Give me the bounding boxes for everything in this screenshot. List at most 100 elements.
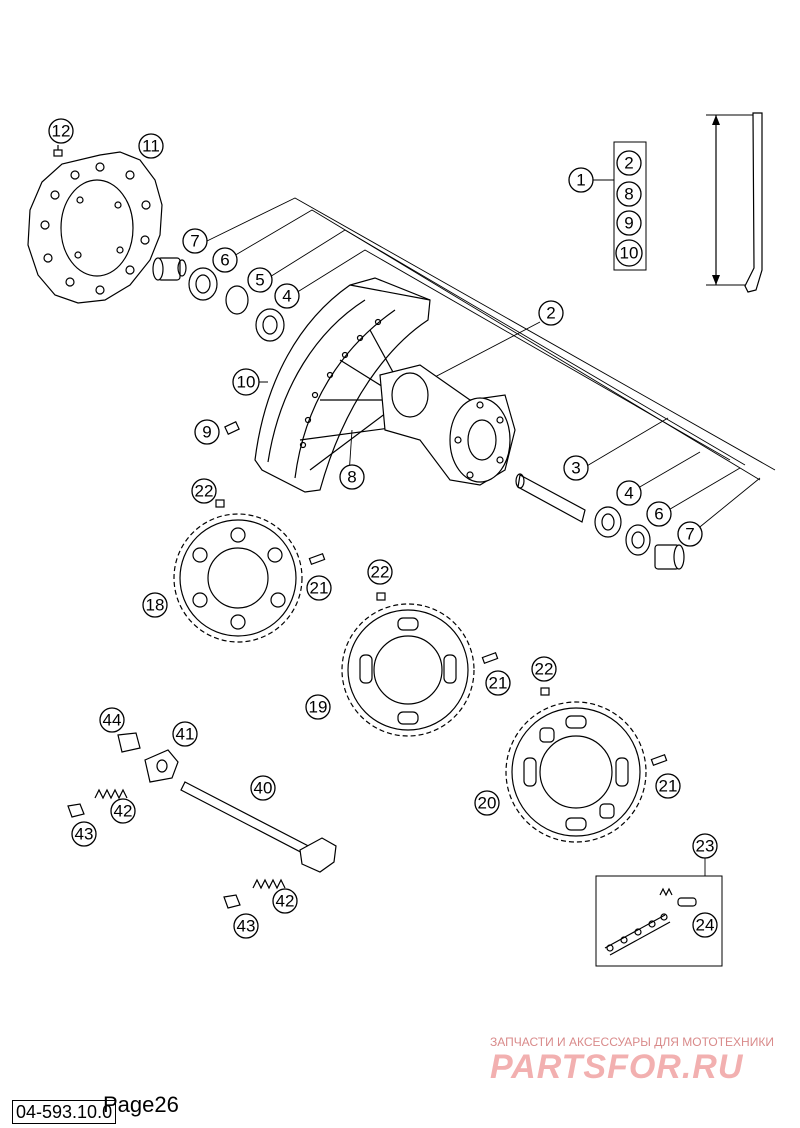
spacer-left bbox=[152, 257, 187, 281]
svg-text:20: 20 bbox=[478, 794, 497, 813]
svg-text:8: 8 bbox=[347, 468, 356, 487]
chain-links bbox=[604, 887, 697, 956]
svg-text:9: 9 bbox=[202, 423, 211, 442]
callout-5: 5 bbox=[247, 267, 273, 293]
callout-3: 3 bbox=[563, 455, 589, 481]
callout-22-b: 22 bbox=[367, 559, 393, 585]
axle bbox=[180, 781, 337, 873]
callout-44: 44 bbox=[99, 707, 125, 733]
svg-text:24: 24 bbox=[696, 916, 715, 935]
bearing-right bbox=[594, 506, 622, 538]
callout-21-c: 21 bbox=[655, 773, 681, 799]
sprocket-bolt-a bbox=[308, 553, 326, 565]
callout-20: 20 bbox=[474, 790, 500, 816]
svg-text:10: 10 bbox=[620, 244, 639, 263]
axle-nut bbox=[117, 732, 141, 753]
svg-text:23: 23 bbox=[696, 837, 715, 856]
callout-9: 9 bbox=[194, 419, 220, 445]
svg-text:43: 43 bbox=[75, 825, 94, 844]
svg-text:9: 9 bbox=[624, 214, 633, 233]
circlip bbox=[225, 285, 249, 315]
callout-7-left: 7 bbox=[182, 228, 208, 254]
svg-text:19: 19 bbox=[309, 698, 328, 717]
callout-22-a: 22 bbox=[191, 478, 217, 504]
callout-12: 12 bbox=[48, 118, 74, 144]
kit-item-10: 10 bbox=[615, 239, 643, 267]
callout-6-right: 6 bbox=[646, 501, 672, 527]
seal-right bbox=[625, 524, 651, 556]
adjuster-nut-b bbox=[223, 894, 241, 909]
disc-screw bbox=[53, 145, 63, 157]
svg-text:12: 12 bbox=[52, 122, 71, 141]
svg-text:6: 6 bbox=[654, 505, 663, 524]
sprocket-nut-c bbox=[540, 687, 550, 696]
svg-text:22: 22 bbox=[371, 563, 390, 582]
svg-text:7: 7 bbox=[190, 232, 199, 251]
svg-text:42: 42 bbox=[276, 892, 295, 911]
svg-text:11: 11 bbox=[142, 137, 160, 156]
spacer-right bbox=[654, 544, 685, 570]
svg-text:4: 4 bbox=[624, 484, 633, 503]
callout-6-left: 6 bbox=[212, 247, 238, 273]
axle-spacer-tube bbox=[515, 473, 586, 523]
svg-text:44: 44 bbox=[103, 711, 122, 730]
hub-spokes bbox=[299, 329, 516, 486]
svg-text:5: 5 bbox=[255, 271, 264, 290]
kit-item-2: 2 bbox=[616, 150, 642, 176]
callout-4-right: 4 bbox=[616, 480, 642, 506]
wheel-rim bbox=[254, 277, 431, 493]
svg-text:41: 41 bbox=[176, 725, 195, 744]
callout-42-b: 42 bbox=[272, 888, 298, 914]
callout-21-b: 21 bbox=[485, 670, 511, 696]
callout-10: 10 bbox=[232, 368, 260, 396]
bearing-inner-left bbox=[255, 308, 285, 342]
svg-text:4: 4 bbox=[282, 287, 291, 306]
svg-text:8: 8 bbox=[624, 185, 633, 204]
svg-text:2: 2 bbox=[546, 304, 555, 323]
svg-text:2: 2 bbox=[624, 154, 633, 173]
callout-24: 24 bbox=[692, 912, 718, 938]
callout-41: 41 bbox=[172, 721, 198, 747]
callout-21-a: 21 bbox=[306, 575, 332, 601]
callout-1: 1 bbox=[568, 167, 594, 193]
callout-18: 18 bbox=[142, 592, 168, 618]
svg-text:7: 7 bbox=[685, 525, 694, 544]
spoke-length-dimension bbox=[706, 112, 763, 293]
svg-text:40: 40 bbox=[254, 779, 273, 798]
sprocket-nut-a bbox=[215, 499, 225, 508]
brake-disc bbox=[27, 151, 163, 304]
callout-7-right: 7 bbox=[677, 521, 703, 547]
svg-text:42: 42 bbox=[114, 802, 133, 821]
sprocket-bolt-c bbox=[650, 754, 668, 766]
kit-box bbox=[613, 141, 647, 271]
svg-text:21: 21 bbox=[489, 674, 508, 693]
kit-item-8: 8 bbox=[616, 181, 642, 207]
page-number: Page26 bbox=[103, 1092, 179, 1117]
adjuster-spring-b bbox=[252, 878, 286, 890]
adjuster-nut-a bbox=[67, 803, 85, 818]
callout-19: 19 bbox=[305, 694, 331, 720]
svg-text:10: 10 bbox=[237, 373, 256, 392]
chain-adjuster-left bbox=[144, 749, 179, 783]
callout-8: 8 bbox=[339, 464, 365, 490]
sprocket-20 bbox=[505, 701, 647, 843]
svg-text:6: 6 bbox=[220, 251, 229, 270]
callout-42-a: 42 bbox=[110, 798, 136, 824]
callout-40: 40 bbox=[250, 775, 276, 801]
spoke-nipple bbox=[224, 421, 240, 435]
callout-11: 11 bbox=[138, 133, 164, 159]
callout-2: 2 bbox=[538, 300, 564, 326]
document-code: 04-593.10.0 bbox=[12, 1100, 117, 1124]
kit-item-9: 9 bbox=[616, 210, 642, 236]
callout-43-b: 43 bbox=[233, 913, 259, 939]
callout-23: 23 bbox=[692, 833, 718, 859]
callout-22-c: 22 bbox=[531, 656, 557, 682]
svg-text:22: 22 bbox=[195, 482, 214, 501]
svg-text:21: 21 bbox=[659, 777, 678, 796]
svg-text:21: 21 bbox=[310, 579, 329, 598]
sprocket-18 bbox=[173, 513, 303, 643]
sprocket-bolt-b bbox=[481, 652, 499, 664]
sprocket-nut-b bbox=[376, 592, 386, 601]
svg-text:3: 3 bbox=[571, 459, 580, 478]
